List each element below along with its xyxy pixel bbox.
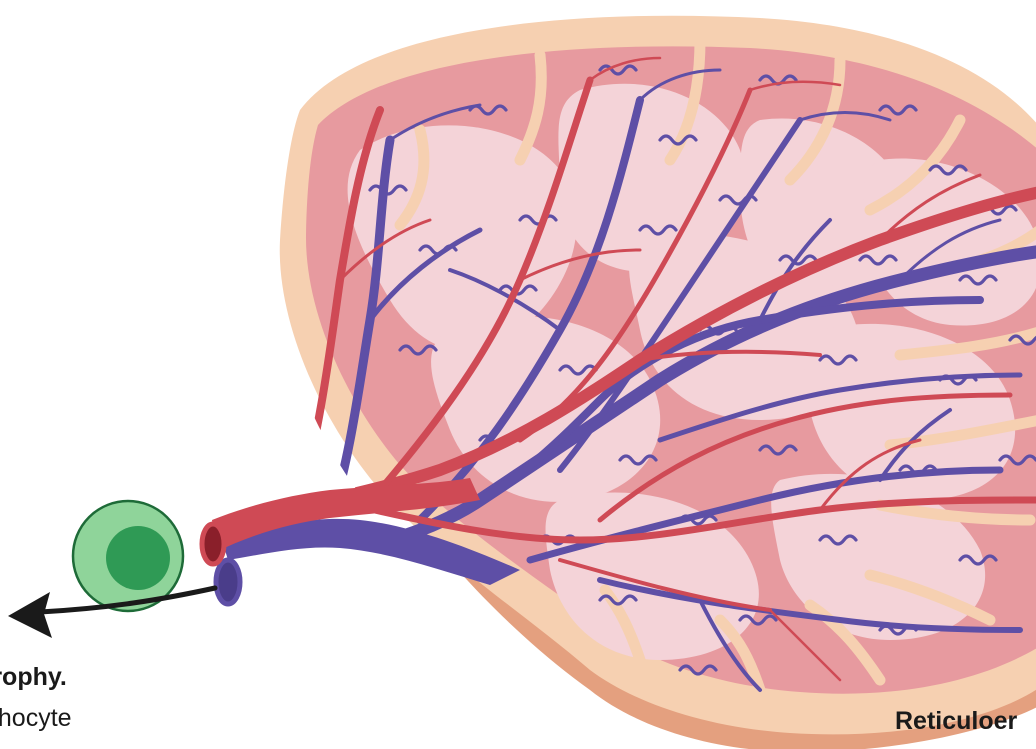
caption-reticuloendothelial: Reticuloer [895, 706, 1017, 736]
caption-atrophy: trophy. [0, 662, 67, 692]
white-pulp-regions [348, 84, 1036, 660]
splenic-vein-opening [216, 560, 240, 604]
splenic-artery-opening [202, 524, 224, 564]
lymphocyte-cell-icon [73, 501, 183, 611]
caption-lymphocyte: phocyte [0, 703, 72, 733]
